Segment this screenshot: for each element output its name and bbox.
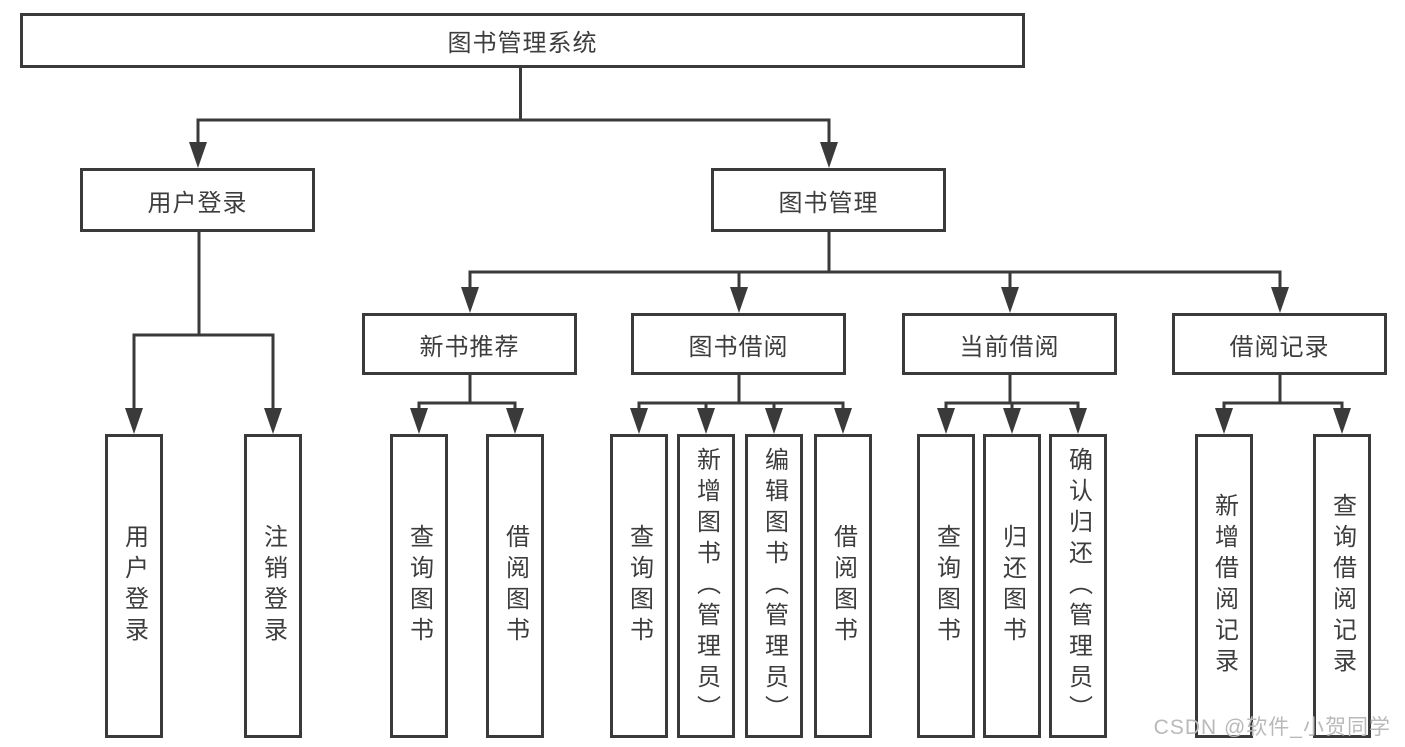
leaf-query-books-2: 查询图书 [610, 434, 668, 738]
leaf-query-books-1-label: 查询图书 [405, 524, 433, 648]
leaf-query-borrow-record: 查询借阅记录 [1313, 434, 1371, 738]
leaf-query-books-3: 查询图书 [917, 434, 975, 738]
leaf-query-books-2-label: 查询图书 [625, 524, 653, 648]
leaf-return-books: 归还图书 [983, 434, 1041, 738]
leaf-confirm-return-admin-label: 确认归还（管理员） [1064, 446, 1092, 726]
leaf-edit-books-admin: 编辑图书（管理员） [745, 434, 803, 738]
node-current-borrowing: 当前借阅 [902, 313, 1117, 375]
watermark: CSDN @软件_小贺同学 [1153, 716, 1391, 739]
leaf-add-books-admin: 新增图书（管理员） [677, 434, 735, 738]
leaf-query-books-1: 查询图书 [390, 434, 448, 738]
leaf-borrow-books-1-label: 借阅图书 [501, 524, 529, 648]
leaf-add-borrow-record: 新增借阅记录 [1195, 434, 1253, 738]
branch-book-management: 图书管理 [711, 168, 946, 232]
leaf-query-books-3-label: 查询图书 [932, 524, 960, 648]
leaf-logout-label: 注销登录 [259, 524, 287, 648]
node-new-book-recommend: 新书推荐 [362, 313, 577, 375]
leaf-user-login: 用户登录 [105, 434, 163, 738]
leaf-add-borrow-record-label: 新增借阅记录 [1210, 493, 1238, 679]
leaf-add-books-admin-label: 新增图书（管理员） [692, 446, 720, 726]
node-borrow-records: 借阅记录 [1172, 313, 1387, 375]
leaf-logout: 注销登录 [244, 434, 302, 738]
leaf-edit-books-admin-label: 编辑图书（管理员） [760, 446, 788, 726]
root-node-library-management-system: 图书管理系统 [20, 13, 1025, 68]
leaf-borrow-books-2-label: 借阅图书 [829, 524, 857, 648]
leaf-confirm-return-admin: 确认归还（管理员） [1049, 434, 1107, 738]
branch-user-login: 用户登录 [80, 168, 315, 232]
node-book-borrowing: 图书借阅 [631, 313, 846, 375]
leaf-return-books-label: 归还图书 [998, 524, 1026, 648]
leaf-query-borrow-record-label: 查询借阅记录 [1328, 493, 1356, 679]
leaf-borrow-books-2: 借阅图书 [814, 434, 872, 738]
leaf-user-login-label: 用户登录 [120, 524, 148, 648]
leaf-borrow-books-1: 借阅图书 [486, 434, 544, 738]
